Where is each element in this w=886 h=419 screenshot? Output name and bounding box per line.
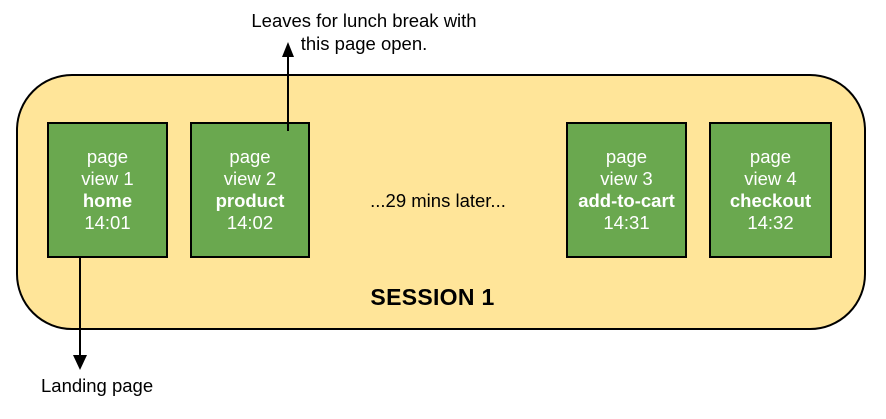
lunch-break-annotation: Leaves for lunch break with this page op…	[234, 9, 494, 55]
page-view-name: add-to-cart	[578, 190, 675, 211]
page-view-time: 14:31	[603, 212, 650, 233]
page-view-kind: page	[86, 146, 129, 167]
page-view-name: checkout	[729, 190, 812, 211]
lunch-break-annotation-line2: this page open.	[300, 33, 428, 54]
page-view-kind: page	[749, 146, 792, 167]
page-view-kind: page	[229, 146, 271, 167]
page-view-box-home: page view 1 home 14:01	[47, 122, 168, 258]
landing-page-annotation: Landing page	[41, 375, 154, 396]
page-view-name: home	[82, 190, 133, 211]
lunch-break-annotation-line1: Leaves for lunch break with	[251, 10, 477, 31]
page-view-number: view 4	[744, 168, 797, 189]
page-view-time: 14:02	[226, 212, 274, 233]
session-label: SESSION 1	[370, 284, 495, 310]
page-view-time: 14:01	[84, 212, 131, 233]
page-view-time: 14:32	[747, 212, 794, 233]
page-view-box-checkout: page view 4 checkout 14:32	[709, 122, 832, 258]
time-gap-label: ...29 mins later...	[370, 190, 506, 211]
page-view-name: product	[215, 190, 285, 211]
page-view-box-product: page view 2 product 14:02	[190, 122, 310, 258]
page-view-number: view 3	[600, 168, 653, 189]
page-view-number: view 1	[81, 168, 134, 189]
page-view-number: view 2	[223, 168, 277, 189]
page-view-kind: page	[605, 146, 648, 167]
page-view-box-add-to-cart: page view 3 add-to-cart 14:31	[566, 122, 687, 258]
